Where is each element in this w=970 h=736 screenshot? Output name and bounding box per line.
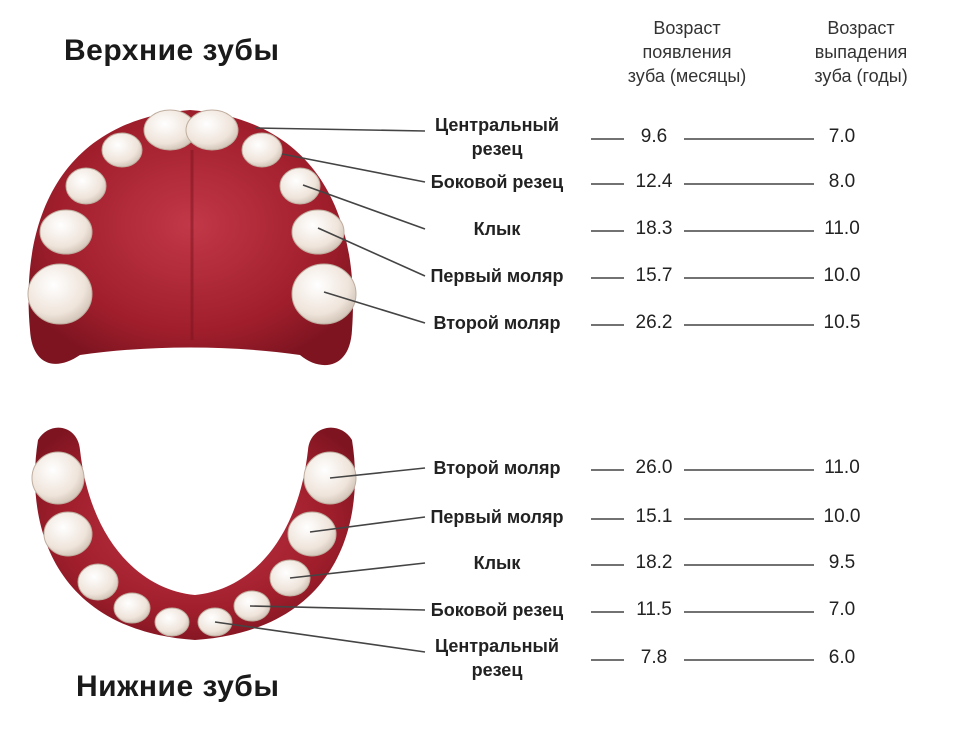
upper-tooth-label: Боковой резец: [430, 172, 564, 192]
lower-tooth-label: Боковой резец: [430, 600, 564, 620]
lower-shedding-value: 10.0: [823, 506, 861, 527]
upper-teeth: [27, 109, 357, 325]
upper-tooth-label: Второй моляр: [433, 313, 561, 333]
lower-eruption-value: 26.0: [635, 457, 673, 478]
upper-tooth: [39, 209, 93, 255]
lower-shedding-value: 6.0: [828, 647, 856, 668]
upper-tooth: [291, 263, 357, 325]
upper-teeth-title: Верхние зубы: [64, 34, 280, 67]
lower-eruption-value: 15.1: [635, 506, 673, 527]
lower-tooth-label: Клык: [473, 553, 521, 573]
lower-leader-line: [329, 467, 426, 479]
lower-tooth: [43, 511, 93, 557]
shedding-age-header: Возраст выпадения зуба (годы): [814, 18, 908, 86]
upper-eruption-value: 15.7: [635, 265, 673, 286]
upper-tooth: [241, 132, 283, 168]
lower-tooth: [77, 563, 119, 601]
upper-tooth-label: Первый моляр: [430, 266, 564, 286]
lower-tooth-label: Второй моляр: [433, 458, 561, 478]
upper-tooth: [185, 109, 239, 151]
lower-tooth: [31, 451, 85, 505]
lower-tooth: [287, 511, 337, 557]
upper-shedding-value: 11.0: [824, 218, 860, 239]
upper-leader-line: [254, 127, 426, 132]
lower-tooth: [154, 607, 190, 637]
upper-tooth: [101, 132, 143, 168]
lower-leader-line: [214, 621, 426, 653]
eruption-age-header: Возраст появления зуба (месяцы): [627, 18, 747, 86]
lower-eruption-value: 11.5: [636, 599, 672, 620]
upper-eruption-value: 9.6: [640, 126, 668, 147]
upper-eruption-value: 18.3: [635, 218, 673, 239]
lower-eruption-value: 7.8: [640, 647, 668, 668]
lower-leader-line: [309, 516, 426, 533]
upper-tooth-label: Клык: [473, 219, 521, 239]
lower-tooth-label: Центральный резец: [435, 636, 559, 680]
lower-shedding-value: 7.0: [828, 599, 856, 620]
upper-shedding-value: 8.0: [828, 171, 856, 192]
lower-leader-line: [289, 562, 426, 579]
upper-shedding-value: 7.0: [828, 126, 856, 147]
upper-tooth-label: Центральный резец: [435, 115, 559, 159]
lower-shedding-value: 9.5: [828, 552, 856, 573]
lower-shedding-value: 11.0: [824, 457, 860, 478]
upper-tooth: [27, 263, 93, 325]
upper-shedding-value: 10.0: [823, 265, 861, 286]
upper-leader-line: [281, 153, 426, 183]
upper-leader-line: [317, 227, 426, 277]
upper-leader-line: [323, 291, 426, 324]
upper-eruption-value: 26.2: [635, 312, 673, 333]
upper-eruption-value: 12.4: [635, 171, 673, 192]
lower-teeth-title: Нижние зубы: [76, 670, 280, 703]
lower-tooth: [113, 592, 151, 624]
upper-leader-line: [302, 184, 426, 230]
upper-tooth: [291, 209, 345, 255]
lower-eruption-value: 18.2: [635, 552, 673, 573]
upper-tooth: [279, 167, 321, 205]
upper-tooth: [65, 167, 107, 205]
lower-tooth-label: Первый моляр: [430, 507, 564, 527]
leader-lines: [214, 127, 814, 661]
lower-leader-line: [249, 605, 426, 611]
upper-shedding-value: 10.5: [823, 312, 861, 333]
